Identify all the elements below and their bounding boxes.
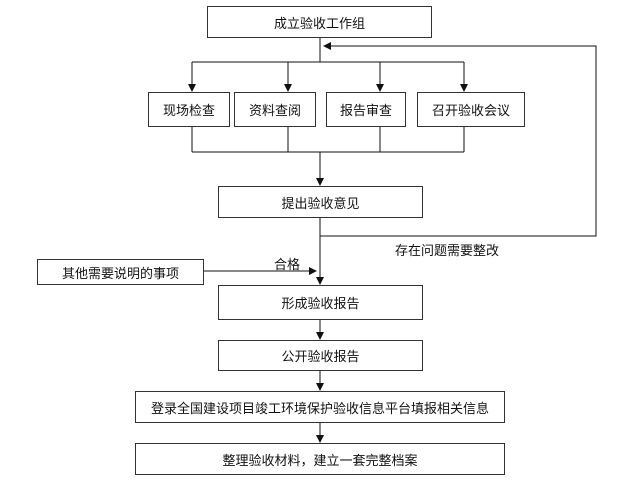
step-form-report: 形成验收报告 [218,285,423,320]
step-site-inspection: 现场检查 [148,92,230,127]
edge-label-pass: 合格 [274,258,301,273]
step-other-matters: 其他需要说明的事项 [37,259,204,285]
step-publish-report: 公开验收报告 [218,340,423,371]
step-archive: 整理验收材料，建立一套完整档案 [135,443,505,475]
step-give-opinion: 提出验收意见 [218,186,423,218]
edge-label-rectify: 存在问题需要整改 [395,244,500,259]
step-report-review: 报告审查 [326,92,406,127]
step-hold-meeting: 召开验收会议 [417,92,525,127]
feedback-loop-rectify [320,42,597,237]
step-document-review: 资料查阅 [234,92,316,127]
step-form-team: 成立验收工作组 [207,6,432,38]
step-register-platform: 登录全国建设项目竣工环境保护验收信息平台填报相关信息 [135,391,505,423]
